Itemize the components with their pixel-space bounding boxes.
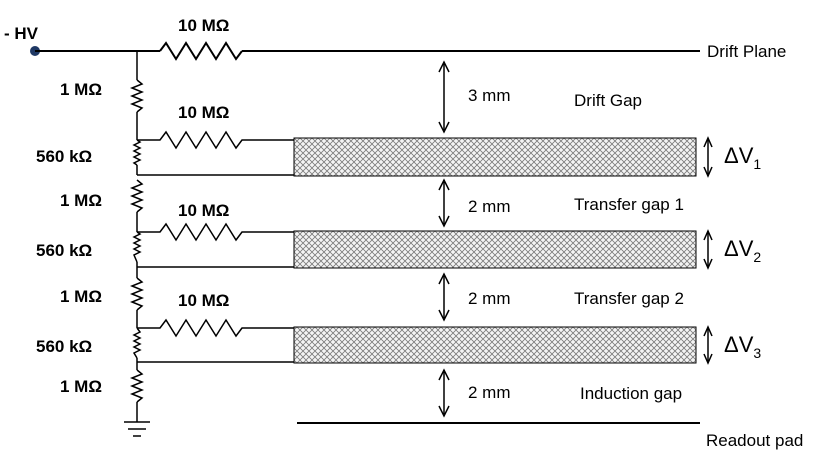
readout-pad-label: Readout pad [706,431,803,450]
drift-gap-arrow [438,60,450,134]
hv-label: - HV [4,24,39,43]
divider-resistor-6 [132,327,142,359]
divider-label-3: 1 MΩ [60,191,102,210]
transfer-gap-1-name: Transfer gap 1 [574,195,684,214]
transfer-gap-2-name: Transfer gap 2 [574,289,684,308]
delta-v1-arrow [703,136,713,178]
ground-icon [124,421,150,437]
divider-label-7: 1 MΩ [60,377,102,396]
divider-label-2: 560 kΩ [36,147,92,166]
delta-v2-label: ΔV2 [724,236,761,265]
divider-label-1: 1 MΩ [60,80,102,99]
top-series-resistor [159,41,243,61]
gem-feed-label-1: 10 MΩ [178,103,229,122]
transfer-gap-2-arrow [438,272,450,322]
gem-feed-resistor-2 [137,222,294,242]
delta-v3-label: ΔV3 [724,332,761,361]
divider-resistor-7 [129,369,145,403]
drift-gap-name: Drift Gap [574,91,642,110]
divider-resistor-1 [129,79,145,113]
induction-gap-arrow [438,368,450,418]
top-series-resistor-label: 10 MΩ [178,16,229,35]
induction-gap-size: 2 mm [468,383,511,402]
delta-v3-arrow [703,325,713,365]
gem-feed-label-2: 10 MΩ [178,201,229,220]
gem-feed-label-3: 10 MΩ [178,291,229,310]
gem-feed-resistor-1 [137,130,294,150]
divider-label-5: 1 MΩ [60,287,102,306]
divider-label-4: 560 kΩ [36,241,92,260]
gem-foil-2 [293,230,697,269]
drift-gap-size: 3 mm [468,86,511,105]
divider-resistor-3 [129,179,145,213]
transfer-gap-1-arrow [438,178,450,228]
delta-v2-arrow [703,229,713,270]
transfer-gap-1-size: 2 mm [468,197,511,216]
drift-plane-label: Drift Plane [707,42,786,61]
divider-resistor-5 [129,277,145,311]
gem-foil-3 [293,326,697,364]
transfer-gap-2-size: 2 mm [468,289,511,308]
divider-label-6: 560 kΩ [36,337,92,356]
divider-resistor-4 [132,231,142,263]
gem-feed-resistor-3 [137,318,294,338]
divider-resistor-2 [132,139,142,166]
delta-v1-label: ΔV1 [724,143,761,172]
gem-foil-1 [293,137,697,177]
induction-gap-name: Induction gap [580,384,682,403]
